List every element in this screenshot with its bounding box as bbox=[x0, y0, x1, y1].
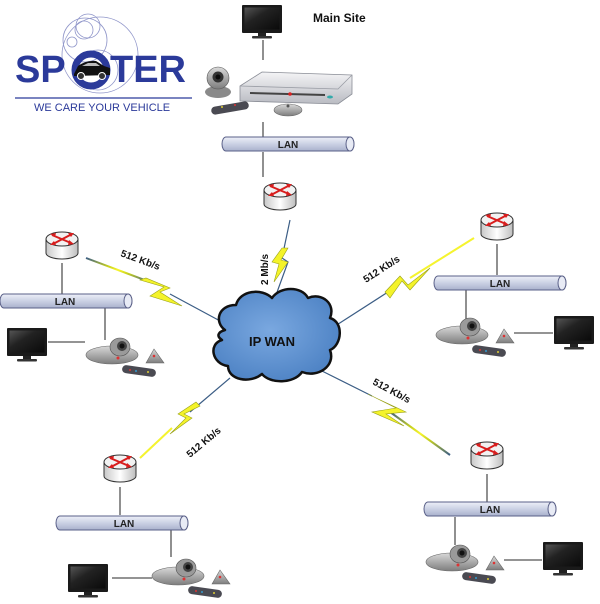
bottom-left-router-icon bbox=[103, 454, 137, 483]
lan-label: LAN bbox=[480, 505, 501, 516]
remote-site-left: LAN bbox=[0, 231, 165, 378]
left-router-icon bbox=[45, 231, 79, 260]
bottom-right-tv-icon bbox=[543, 542, 583, 576]
wan-link-left bbox=[85, 257, 223, 323]
main-site: Main Site LAN bbox=[205, 5, 366, 211]
logo-tagline: WE CARE YOUR VEHICLE bbox=[34, 102, 170, 114]
link-speed-main: 2 Mb/s bbox=[260, 253, 271, 285]
left-vc-system-icon bbox=[85, 337, 165, 378]
link-speed-bottom-right: 512 Kb/s bbox=[371, 377, 413, 406]
lan-label: LAN bbox=[55, 297, 76, 308]
lan-label: LAN bbox=[490, 279, 511, 290]
lan-label: LAN bbox=[114, 519, 135, 530]
bottom-left-lan: LAN bbox=[55, 515, 189, 531]
bottom-right-lan: LAN bbox=[423, 501, 557, 517]
main-site-codec-icon bbox=[239, 71, 353, 105]
bottom-right-vc-system-icon bbox=[425, 544, 505, 585]
link-speed-bottom-left: 512 Kb/s bbox=[185, 425, 224, 460]
right-lan: LAN bbox=[433, 275, 567, 291]
wan-link-right bbox=[331, 237, 475, 329]
lan-connectors bbox=[48, 40, 553, 579]
logo-car-icon bbox=[71, 50, 111, 90]
main-site-microphone-icon bbox=[273, 103, 303, 117]
main-site-tv-icon bbox=[242, 5, 282, 39]
left-lan: LAN bbox=[0, 293, 133, 309]
logo-text-ter: TER bbox=[110, 49, 186, 91]
main-site-router-icon bbox=[263, 182, 297, 211]
remote-site-bottom-left: LAN bbox=[55, 454, 231, 599]
left-tv-icon bbox=[7, 328, 47, 362]
right-vc-system-icon bbox=[435, 317, 515, 358]
logo-text-sp: SP bbox=[15, 49, 66, 91]
right-tv-icon bbox=[554, 316, 594, 350]
lan-label: LAN bbox=[278, 140, 299, 151]
right-router-icon bbox=[480, 212, 514, 241]
main-site-camera-icon bbox=[205, 66, 231, 98]
main-site-remote-icon bbox=[211, 101, 249, 115]
ip-wan-cloud: IP WAN bbox=[212, 287, 341, 383]
link-speed-left: 512 Kb/s bbox=[119, 248, 162, 273]
ip-wan-label: IP WAN bbox=[249, 334, 295, 349]
remote-site-bottom-right: LAN bbox=[423, 441, 583, 585]
wan-link-bottom-left bbox=[139, 377, 231, 459]
main-site-lan: LAN bbox=[221, 136, 355, 152]
remote-site-right: LAN bbox=[433, 212, 594, 358]
main-site-label: Main Site bbox=[313, 11, 366, 25]
bottom-left-vc-system-icon bbox=[151, 558, 231, 599]
bottom-left-tv-icon bbox=[68, 564, 108, 598]
bottom-right-router-icon bbox=[470, 441, 504, 470]
spoter-logo: SP TER WE CARE YOUR VEHICLE bbox=[15, 13, 192, 114]
wan-link-bottom-right bbox=[319, 369, 451, 456]
